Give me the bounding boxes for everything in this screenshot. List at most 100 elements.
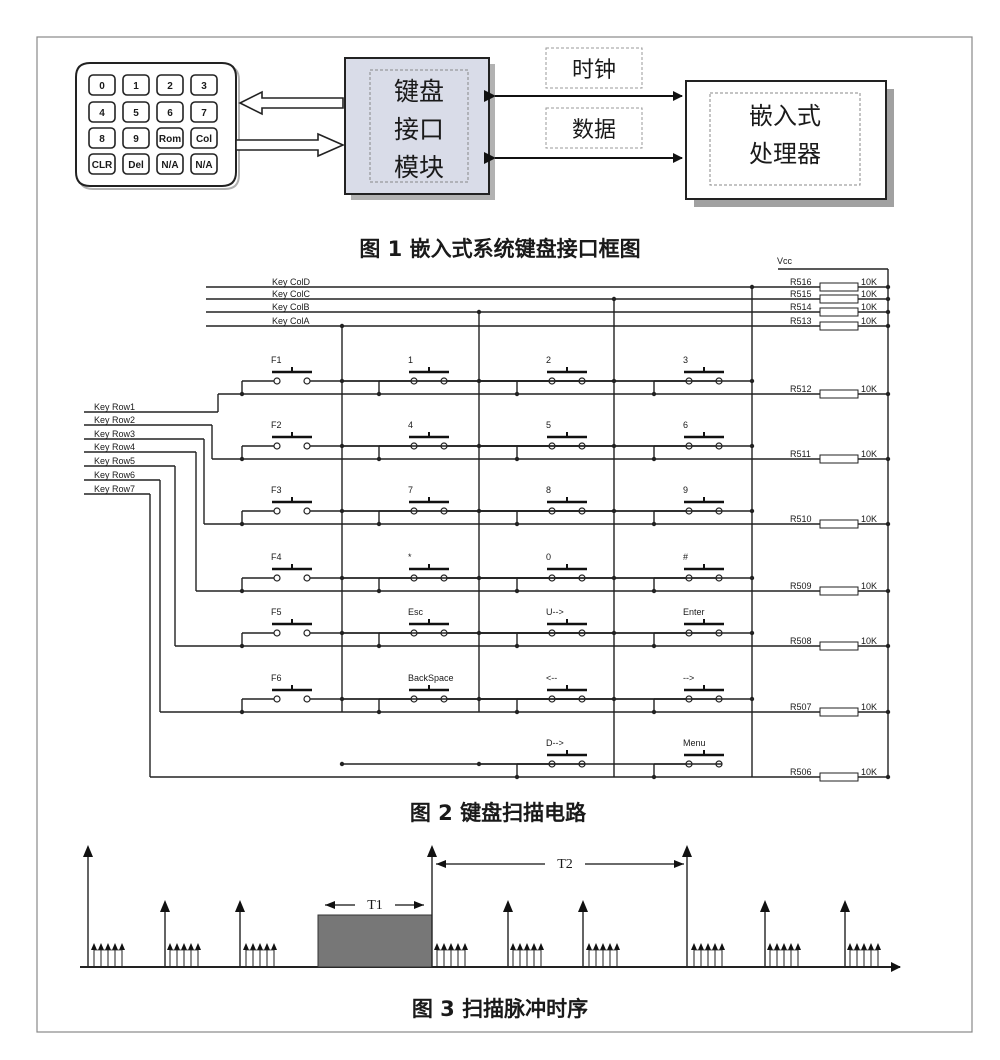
junction [239,521,245,527]
keypad-key [88,74,116,96]
key-label: Enter [683,607,705,617]
keypad-key-label: Del [128,160,144,171]
junction [239,456,245,462]
key-label: Esc [408,607,424,617]
fig1-caption: 图 1 嵌入式系统键盘接口框图 [359,237,640,261]
junction [885,456,891,462]
scan-pulse-head [614,943,620,950]
t2-arrow-right [674,860,684,868]
keypad-key [122,74,150,96]
scan-pulse-head [712,943,718,950]
key-label: --> [683,673,694,683]
scan-pulse-head [517,943,523,950]
scan-pulse-head [174,943,180,950]
scan-pulse-head [607,943,613,950]
sync-pulse-head [83,845,93,857]
junction [239,643,245,649]
resistor-value: 10K [861,581,877,591]
scan-pulse-head [586,943,592,950]
scan-pulse-head [250,943,256,950]
junction [885,588,891,594]
keypad-key [156,127,184,149]
resistor [819,282,859,292]
key-label: * [408,552,412,562]
key-label: 4 [408,420,413,430]
scan-pulse-head [705,943,711,950]
switch-contact [303,629,311,637]
outer-frame [36,36,973,1033]
junction [885,323,891,329]
key-label: U--> [546,607,564,617]
keypad-key [190,153,218,175]
row-label: Key Row7 [94,484,135,494]
key-label: D--> [546,738,564,748]
t1-label-bg [355,896,395,912]
key-label: Menu [683,738,706,748]
keypad-key-label: 9 [133,134,139,145]
scan-pulse-head [767,943,773,950]
scan-pulse-head [538,943,544,950]
key-label: 9 [683,485,688,495]
keypad-key-label: 3 [201,81,207,92]
keypad-key-label: 7 [201,108,207,119]
scan-pulse-head [531,943,537,950]
junction [651,774,657,780]
key-label: F2 [271,420,282,430]
junction [239,391,245,397]
scan-pulse-head [195,943,201,950]
scan-pulse-head [691,943,697,950]
column-label: Key ColB [272,302,310,312]
junction [885,709,891,715]
junction [376,709,382,715]
switch-contact [273,442,281,450]
row-label: Key Row4 [94,442,135,452]
resistor [819,772,859,782]
key-label: 2 [546,355,551,365]
keypad-key-label: N/A [195,160,212,171]
junction [885,643,891,649]
resistor-value: 10K [861,514,877,524]
junction [239,709,245,715]
switch-contact [273,629,281,637]
scan-pulse-head [781,943,787,950]
column-label: Key ColD [272,277,311,287]
scan-pulse-head [434,943,440,950]
key-label: 8 [546,485,551,495]
junction [376,643,382,649]
scan-pulse-head [698,943,704,950]
resistor-name: R508 [790,636,812,646]
resistor-name: R515 [790,289,812,299]
frame-pulse-head [578,900,588,912]
scan-pulse-head [510,943,516,950]
key-label: <-- [546,673,557,683]
junction [376,588,382,594]
clock-data-labels: 时钟 数据 [545,47,643,149]
junction [339,696,345,702]
row-label: Key Row3 [94,429,135,439]
resistor-value: 10K [861,384,877,394]
junction [339,378,345,384]
t2-arrow-left [436,860,446,868]
scan-pulse-head [593,943,599,950]
keypad-key-label: 2 [167,81,173,92]
junction [651,709,657,715]
scan-pulse-head [181,943,187,950]
resistor-name: R509 [790,581,812,591]
resistor-value: 10K [861,277,877,287]
sync-pulse-head [682,845,692,857]
junction [885,391,891,397]
scan-pulse-head [854,943,860,950]
key-label: F5 [271,607,282,617]
frame-pulse-head [760,900,770,912]
resistor-name: R507 [790,702,812,712]
key-label: F1 [271,355,282,365]
key-label: 0 [546,552,551,562]
junction [514,521,520,527]
embedded-processor: 嵌入式 处理器 [685,80,894,207]
keypad-key-label: 1 [133,81,139,92]
keypad-key-label: Rom [159,134,181,145]
switch-contact [273,574,281,582]
